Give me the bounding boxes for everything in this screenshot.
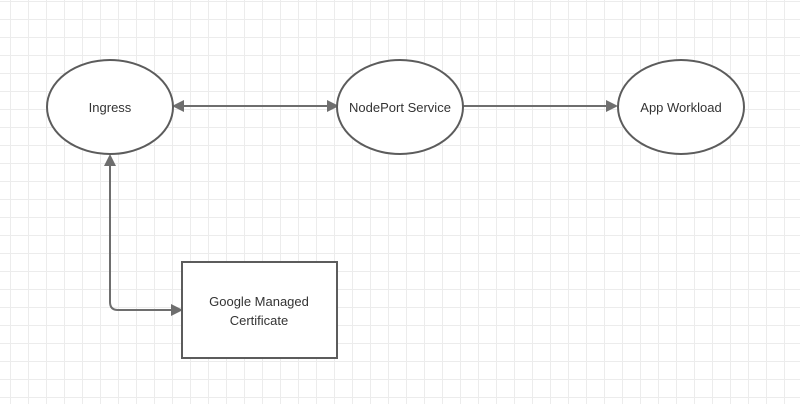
arrowhead-left-icon <box>172 100 184 112</box>
node-app-workload[interactable]: App Workload <box>617 59 745 155</box>
edge-ingress-nodeport[interactable] <box>172 100 339 112</box>
node-managed-certificate[interactable]: Google Managed Certificate <box>181 261 338 359</box>
node-nodeport-service[interactable]: NodePort Service <box>336 59 464 155</box>
node-label: NodePort Service <box>349 100 451 115</box>
edge-nodeport-appworkload[interactable] <box>462 100 618 112</box>
node-label: Ingress <box>89 100 132 115</box>
ellipse-shape <box>46 59 174 155</box>
rectangle-shape <box>181 261 338 359</box>
node-ingress[interactable]: Ingress <box>46 59 174 155</box>
edge-line <box>109 166 172 311</box>
node-label: App Workload <box>640 100 721 115</box>
ellipse-shape <box>336 59 464 155</box>
arrowhead-right-icon <box>606 100 618 112</box>
arrowhead-right-icon <box>171 304 183 316</box>
node-label-line1: Google Managed <box>209 294 309 309</box>
ellipse-shape <box>617 59 745 155</box>
arrowhead-right-icon <box>327 100 339 112</box>
node-label-line2: Certificate <box>230 313 289 328</box>
arrowhead-up-icon <box>104 154 116 166</box>
edge-certificate-ingress[interactable] <box>104 154 183 316</box>
